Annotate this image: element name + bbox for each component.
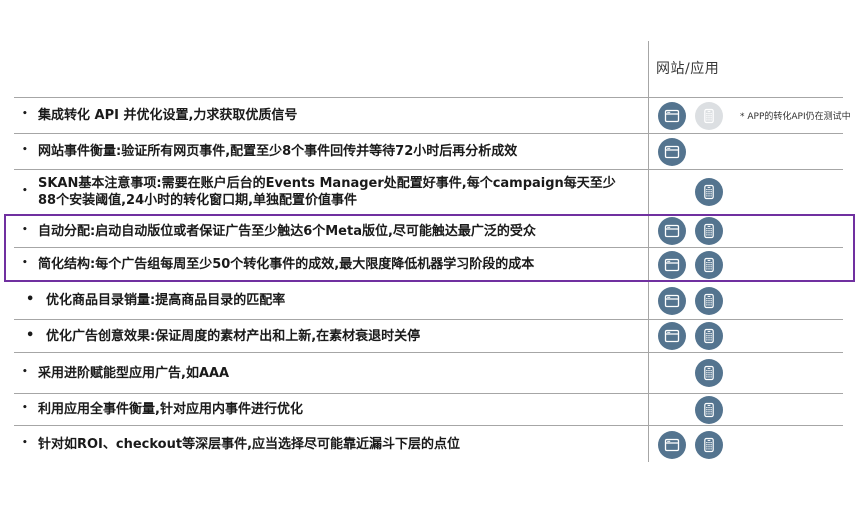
bullet-icon: • [22,224,28,235]
row-text: 自动分配:启动自动版位或者保证广告至少触达6个Meta版位,尽可能触达最广泛的受… [38,223,536,239]
browser-window-icon [658,101,686,130]
row-text: 优化广告创意效果:保证周度的素材产出和上新,在素材衰退时关停 [46,328,421,344]
bullet-icon: • [22,109,28,119]
mobile-phone-icon [695,217,723,245]
browser-window-icon [658,137,686,166]
row-icons-cell [634,286,843,315]
checklist-table: • 集成转化 API 并优化设置,力求获取优质信号 [14,97,851,463]
row-text-cell: • 利用应用全事件衡量,针对应用内事件进行优化 [14,401,634,418]
row-icons-cell [634,250,843,279]
row-text-cell: • 自动分配:启动自动版位或者保证广告至少触达6个Meta版位,尽可能触达最广泛… [14,223,634,240]
table-row: • 利用应用全事件衡量,针对应用内事件进行优化 [14,394,843,426]
row-text: 简化结构:每个广告组每周至少50个转化事件的成效,最大限度降低机器学习阶段的成本 [38,257,535,272]
row-text: 利用应用全事件衡量,针对应用内事件进行优化 [38,402,303,417]
mobile-phone-icon [695,359,723,387]
table-row: • 简化结构:每个广告组每周至少50个转化事件的成效,最大限度降低机器学习阶段的… [14,248,843,282]
bullet-icon: • [22,366,28,377]
row-icons-cell: * APP的转化API仍在测试中 [634,101,851,130]
table-row: • 采用进阶赋能型应用广告,如AAA [14,353,843,394]
row-text: 针对如ROI、checkout等深层事件,应当选择尽可能靠近漏斗下层的点位 [38,437,461,452]
browser-window-icon [658,430,686,459]
row-text-cell: • 针对如ROI、checkout等深层事件,应当选择尽可能靠近漏斗下层的点位 [14,436,634,453]
browser-window-icon [658,286,686,315]
row-icons-cell [634,359,843,387]
browser-window-icon [658,322,686,350]
bullet-icon: • [26,292,35,307]
row-text: 采用进阶赋能型应用广告,如AAA [38,365,230,381]
table-row: • 优化广告创意效果:保证周度的素材产出和上新,在素材衰退时关停 [14,320,843,353]
row-text: SKAN基本注意事项:需要在账户后台的Events Manager处配置好事件,… [38,176,616,208]
bullet-icon: • [26,327,35,343]
row-text: 优化商品目录销量:提高商品目录的匹配率 [46,293,286,308]
bullet-icon: • [22,258,28,268]
bullet-icon: • [22,145,28,155]
table-row: • 优化商品目录销量:提高商品目录的匹配率 [14,282,843,320]
row-text-cell: • 网站事件衡量:验证所有网页事件,配置至少8个事件回传并等待72小时后再分析成… [14,143,634,160]
mobile-phone-icon [695,101,723,130]
table-row: • SKAN基本注意事项:需要在账户后台的Events Manager处配置好事… [14,170,843,215]
row-icons-cell [634,430,843,459]
mobile-phone-icon [695,395,723,424]
row-text: 网站事件衡量:验证所有网页事件,配置至少8个事件回传并等待72小时后再分析成效 [38,144,518,159]
mobile-phone-icon [695,250,723,279]
browser-window-icon [658,217,686,245]
bullet-icon: • [22,185,28,196]
bullet-icon: • [22,438,28,448]
app-api-testing-note: * APP的转化API仍在测试中 [740,112,851,122]
table-row: • 自动分配:启动自动版位或者保证广告至少触达6个Meta版位,尽可能触达最广泛… [14,215,843,248]
mobile-phone-icon [695,430,723,459]
row-icons-cell [634,217,843,245]
row-text-cell: • 简化结构:每个广告组每周至少50个转化事件的成效,最大限度降低机器学习阶段的… [14,256,634,273]
table-row: • 集成转化 API 并优化设置,力求获取优质信号 [14,98,851,134]
table-row: • 网站事件衡量:验证所有网页事件,配置至少8个事件回传并等待72小时后再分析成… [14,134,843,170]
table-row: • 针对如ROI、checkout等深层事件,应当选择尽可能靠近漏斗下层的点位 [14,426,843,463]
mobile-phone-icon [695,322,723,350]
column-divider [648,41,649,462]
row-text-cell: • 集成转化 API 并优化设置,力求获取优质信号 [14,107,634,124]
row-text-cell: • 优化广告创意效果:保证周度的素材产出和上新,在素材衰退时关停 [14,328,634,345]
row-text-cell: • SKAN基本注意事项:需要在账户后台的Events Manager处配置好事… [14,175,634,209]
browser-window-icon [658,250,686,279]
row-text-cell: • 优化商品目录销量:提高商品目录的匹配率 [14,292,634,309]
row-icons-cell [634,395,843,424]
mobile-phone-icon [695,286,723,315]
row-text-cell: • 采用进阶赋能型应用广告,如AAA [14,365,634,382]
row-icons-cell [634,137,843,166]
column-header: 网站/应用 [656,61,720,77]
row-icons-cell [634,178,843,206]
mobile-phone-icon [695,178,723,206]
row-text: 集成转化 API 并优化设置,力求获取优质信号 [38,108,298,123]
bullet-icon: • [22,403,28,413]
row-icons-cell [634,322,843,350]
